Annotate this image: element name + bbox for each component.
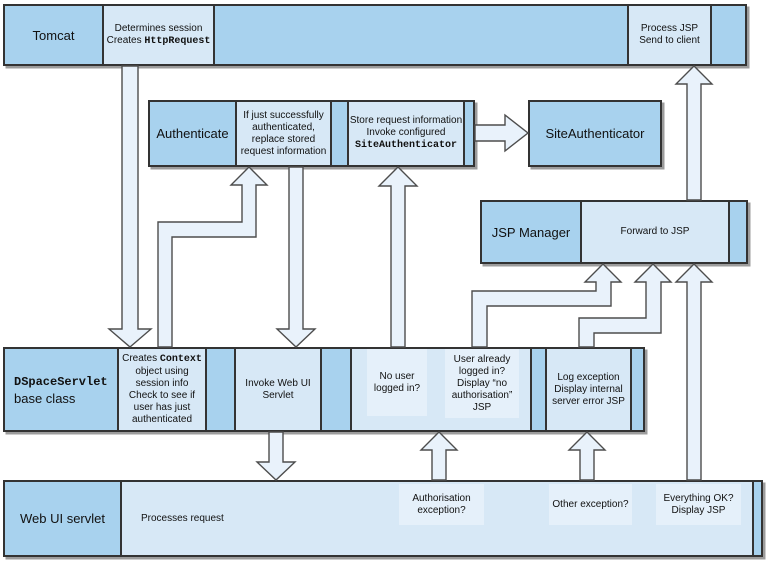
authorisation-exception-box: Authorisation exception? — [399, 484, 484, 525]
log-exception-box: Log exception Display internal server er… — [545, 349, 632, 430]
store-request-box: Store request information Invoke configu… — [347, 102, 465, 165]
processes-request-box: Processes request Authorisation exceptio… — [120, 482, 754, 555]
determines-session-box: Determines session Creates HttpRequest — [102, 6, 215, 64]
authorisation-exception-text: Authorisation exception? — [412, 492, 471, 516]
arrow-already-to-forward — [471, 263, 623, 348]
arrow-nouser-to-store — [377, 166, 419, 348]
site-authenticator-label: SiteAuthenticator — [545, 126, 645, 141]
replace-request-box: If just successfully authenticated, repl… — [235, 102, 332, 165]
creates-context-box: Creates Context object using session inf… — [117, 349, 207, 430]
user-already-text: User already logged in? Display “no auth… — [451, 353, 513, 413]
forward-to-jsp-box: Forward to JSP — [580, 202, 730, 262]
arrow-context-to-replace — [157, 166, 269, 348]
forward-to-jsp-text: Forward to JSP — [620, 226, 690, 237]
arrow-session-to-context — [107, 65, 153, 348]
process-jsp-box: Process JSP Send to client — [627, 6, 712, 64]
everything-ok-box: Everything OK? Display JSP — [656, 484, 741, 525]
tomcat-row: Tomcat Determines session Creates HttpRe… — [3, 4, 747, 66]
log-exception-text: Log exception Display internal server er… — [552, 371, 625, 407]
arrow-replace-to-invoke — [275, 166, 317, 348]
processes-request-text: Processes request — [141, 512, 224, 524]
no-user-box: No user logged in? — [367, 349, 427, 416]
arrow-store-to-siteauthenticator — [474, 113, 530, 153]
authenticate-row: Authenticate If just successfully authen… — [148, 100, 475, 167]
webui-servlet-label: Web UI servlet — [19, 511, 105, 526]
everything-ok-text: Everything OK? Display JSP — [663, 492, 734, 516]
site-authenticator-box: SiteAuthenticator — [528, 100, 662, 167]
replace-request-text: If just successfully authenticated, repl… — [240, 109, 327, 157]
store-request-text: Store request information Invoke configu… — [349, 115, 463, 151]
no-user-text: No user logged in? — [373, 370, 421, 394]
authenticate-label: Authenticate — [156, 126, 229, 141]
webui-servlet-row: Web UI servlet Processes request Authori… — [3, 480, 763, 557]
arrow-ok-to-forward — [674, 263, 714, 481]
jsp-manager-label: JSP Manager — [491, 224, 571, 240]
arrow-otherexception-up — [567, 431, 607, 481]
login-check-box: No user logged in? User already logged i… — [350, 349, 532, 430]
other-exception-text: Other exception? — [552, 498, 629, 510]
tomcat-label: Tomcat — [32, 27, 75, 43]
user-already-box: User already logged in? Display “no auth… — [445, 349, 519, 418]
invoke-webui-box: Invoke Web UI Servlet — [234, 349, 322, 430]
determines-session-text: Determines session Creates HttpRequest — [106, 22, 211, 47]
arrow-log-to-forward — [578, 263, 673, 348]
invoke-webui-text: Invoke Web UI Servlet — [245, 377, 311, 401]
arrow-forward-to-process — [674, 65, 714, 201]
other-exception-box: Other exception? — [549, 484, 632, 525]
arrow-invoke-to-webui — [255, 431, 297, 481]
process-jsp-text: Process JSP Send to client — [639, 23, 700, 46]
jsp-manager-row: JSP Manager Forward to JSP — [480, 200, 748, 264]
creates-context-text: Creates Context object using session inf… — [122, 353, 202, 425]
arrow-authexception-up — [419, 431, 459, 481]
